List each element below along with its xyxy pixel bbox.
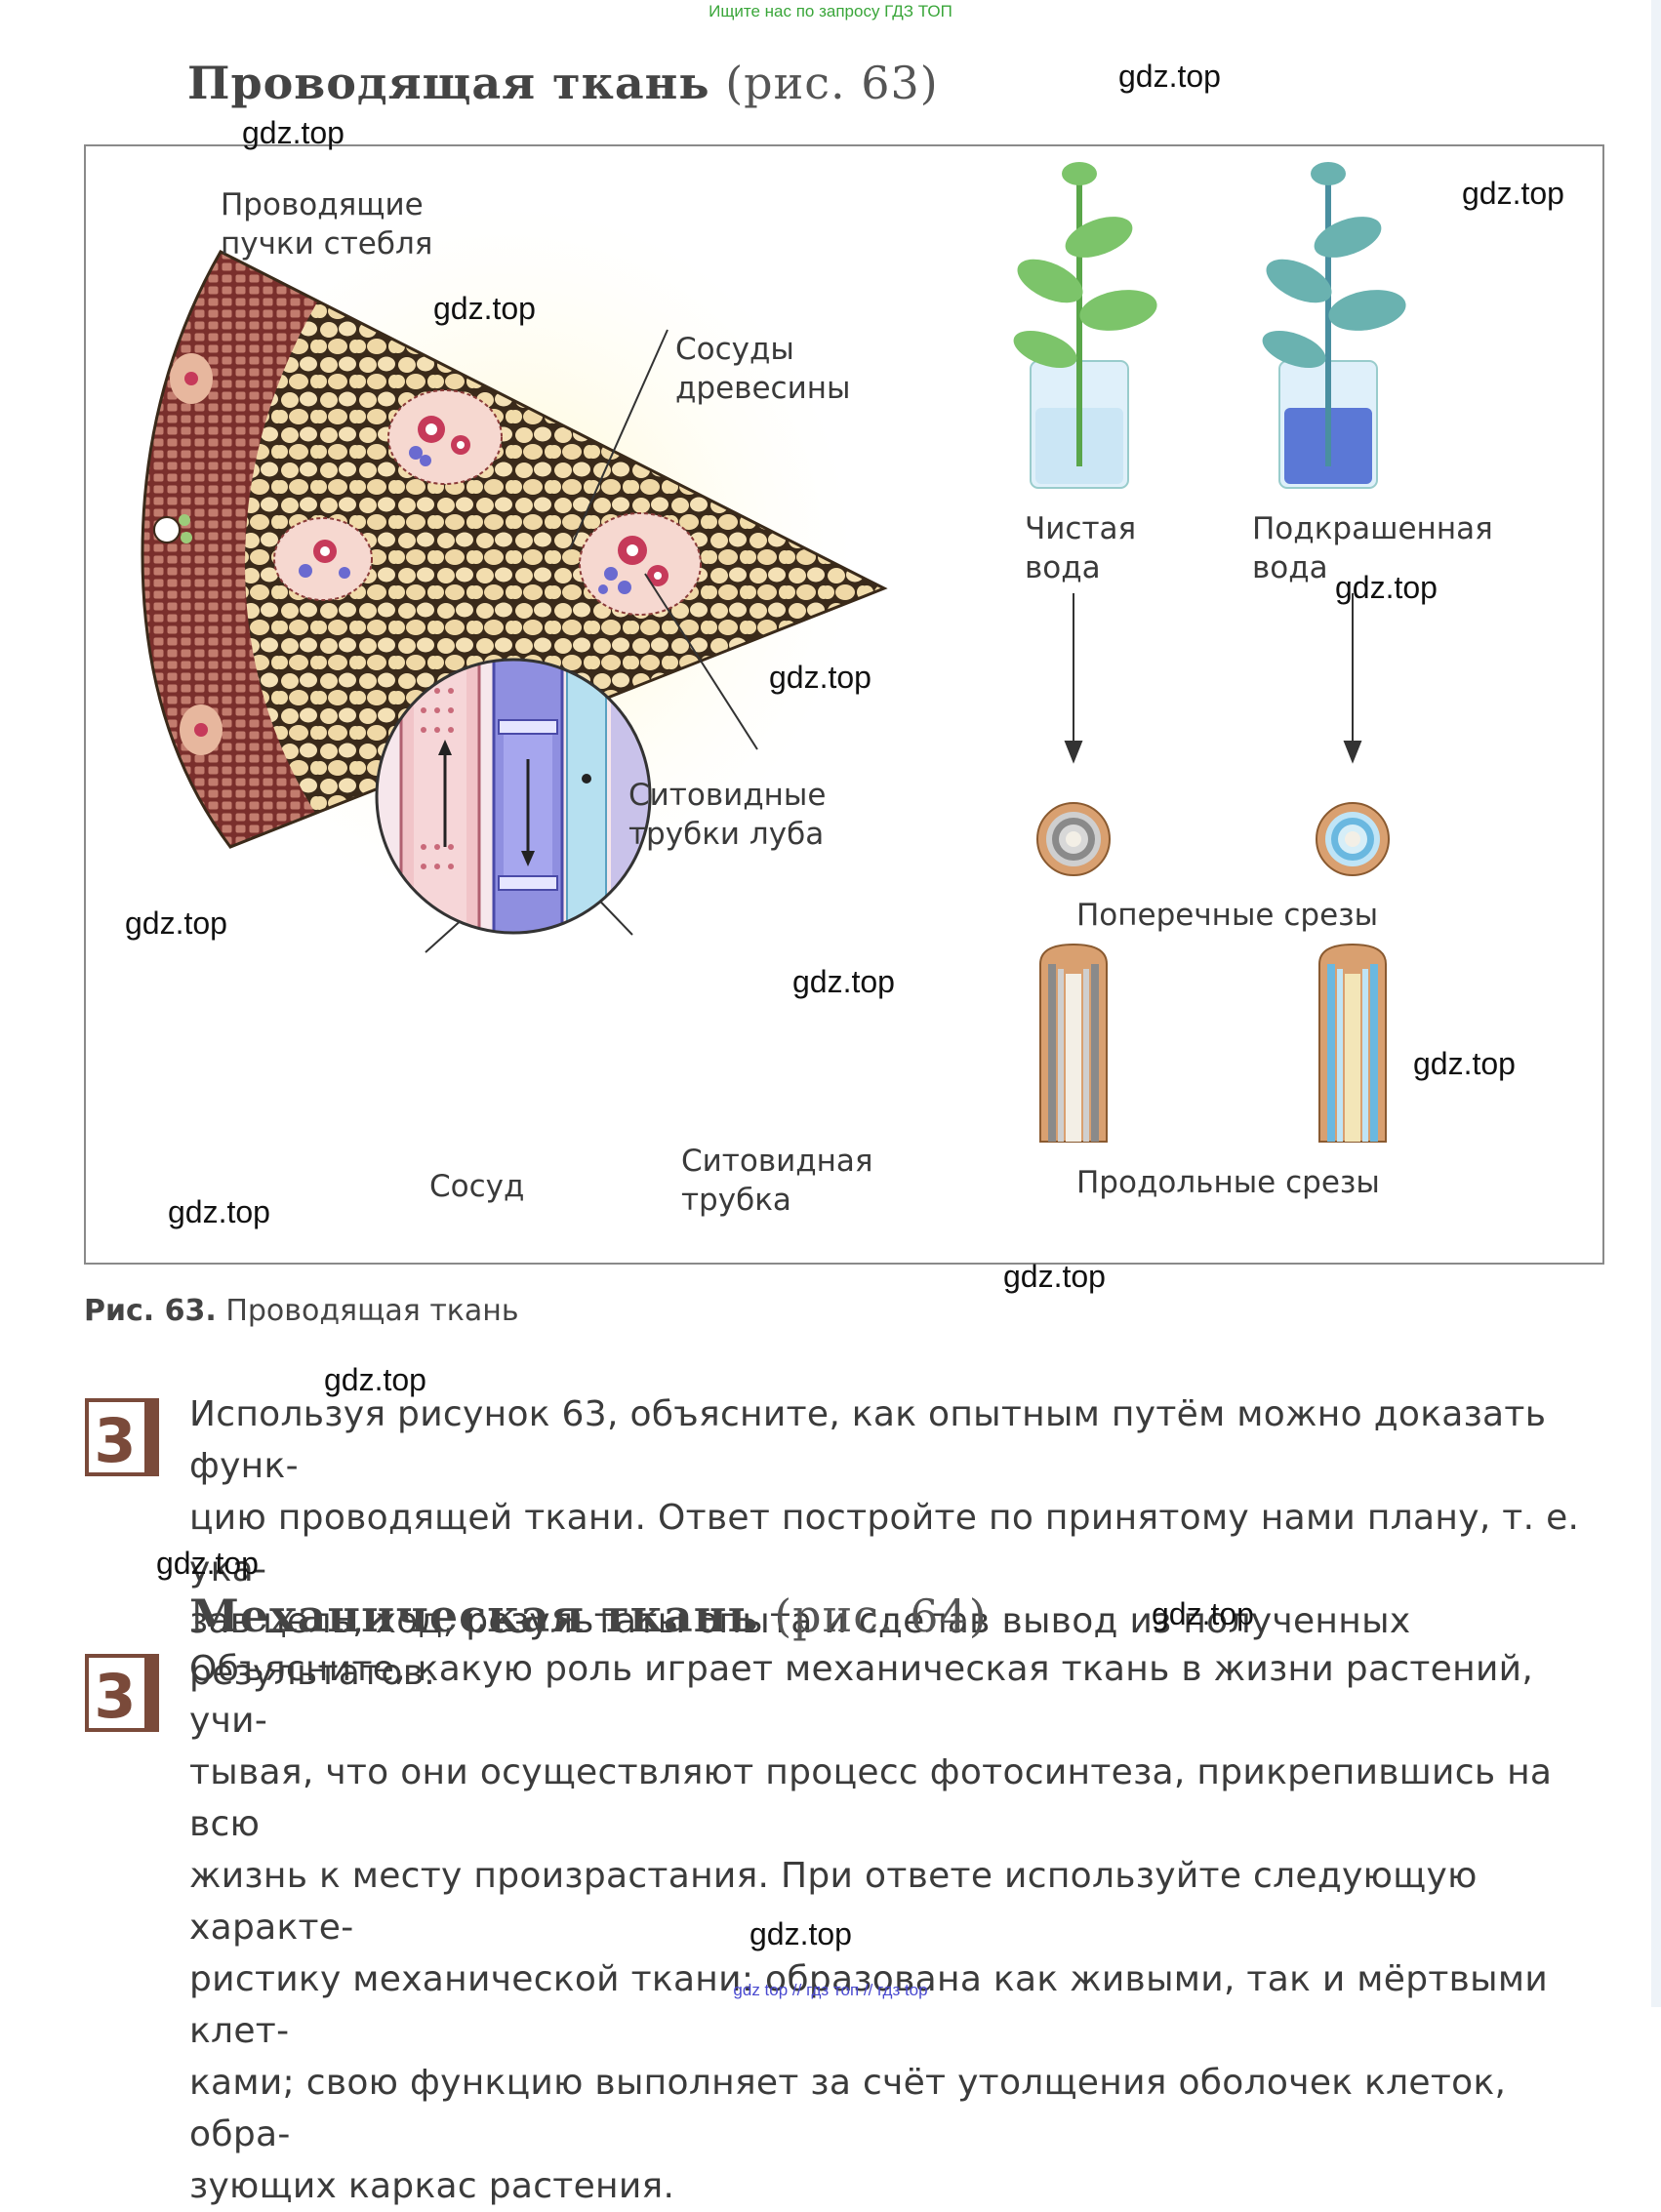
section-title-conducting: Проводящая ткань (рис. 63) [187, 57, 939, 109]
watermark: gdz.top [433, 291, 536, 326]
text-line: зующих каркас растения. [189, 2166, 675, 2206]
label-line: Сосуды [675, 332, 794, 367]
task-2-text: Объясните, какую роль играет механическа… [189, 1643, 1614, 2212]
label-line: древесины [675, 371, 851, 406]
cross-section-clean [1036, 802, 1111, 876]
section-title-text: Проводящая ткань [187, 57, 710, 109]
badge-number: 3 [94, 1661, 136, 1732]
label-line: трубка [681, 1183, 791, 1218]
bottom-search-note: gdz top // гдз топ // гдз top [733, 1981, 928, 1999]
label-stem-bundles: Проводящие пучки стебля [221, 185, 432, 263]
long-section-clean [1039, 943, 1108, 1143]
magnified-vessel-sieve-tube [375, 658, 652, 935]
watermark: gdz.top [125, 905, 227, 941]
label-sieve-tube: Ситовидная трубка [681, 1142, 873, 1220]
task-1-text: Используя рисунок 63, объясните, как опы… [189, 1388, 1614, 1699]
watermark: gdz.top [156, 1546, 259, 1581]
label-line: Чистая [1025, 511, 1137, 546]
plant-colored-water [1262, 162, 1406, 489]
label-clean-water: Чистая вода [1025, 509, 1136, 587]
text-line: Объясните, какую роль играет механическа… [189, 1649, 1534, 1741]
label-line: Проводящие [221, 187, 424, 222]
text-line: ками; свою функцию выполняет за счёт уто… [189, 2063, 1507, 2154]
watermark: gdz.top [324, 1362, 426, 1397]
label-colored-water: Подкрашенная вода [1252, 509, 1493, 587]
long-section-colored [1318, 943, 1387, 1143]
watermark: gdz.top [1003, 1259, 1106, 1294]
watermark: gdz.top [1152, 1596, 1254, 1631]
badge-number: 3 [94, 1405, 136, 1476]
text-line: цию проводящей ткани. Ответ постройте по… [189, 1498, 1580, 1589]
watermark: gdz.top [769, 660, 871, 695]
section-title-mechanical: Механическая ткань (рис. 64) [189, 1589, 988, 1642]
label-line: Ситовидная [681, 1144, 873, 1179]
label-line: Подкрашенная [1252, 511, 1493, 546]
caption-number: Рис. 63. [84, 1294, 217, 1328]
section-title-ref: (рис. 64) [774, 1589, 988, 1642]
section-title-text: Механическая ткань [189, 1589, 759, 1642]
watermark: gdz.top [242, 115, 344, 150]
top-search-note: Ищите нас по запросу ГДЗ ТОП [709, 2, 952, 20]
watermark: gdz.top [1413, 1046, 1516, 1081]
watermark: gdz.top [1462, 176, 1564, 211]
figure-caption: Рис. 63. Проводящая ткань [84, 1294, 519, 1328]
label-sieve-tubes: Ситовидные трубки луба [628, 776, 826, 854]
watermark: gdz.top [1118, 59, 1221, 94]
experiment-arrows [1064, 593, 1362, 764]
label-vessel: Сосуд [429, 1169, 525, 1204]
page-edge-strip [1651, 0, 1661, 2007]
plant-clean-water [1013, 162, 1157, 489]
text-line: жизнь к месту произрастания. При ответе … [189, 1856, 1478, 1948]
difficulty-badge-icon: 3 [85, 1398, 159, 1476]
text-line: Используя рисунок 63, объясните, как опы… [189, 1394, 1547, 1486]
section-title-ref: (рис. 63) [725, 57, 939, 109]
text-line: ристику механической ткани: образована к… [189, 1959, 1549, 2051]
label-line: вода [1252, 550, 1328, 585]
label-xylem-vessels: Сосуды древесины [675, 330, 850, 408]
label-line: трубки луба [628, 817, 825, 852]
text-line: тывая, что они осуществляют процесс фото… [189, 1752, 1553, 1844]
label-long-sections: Продольные срезы [1076, 1165, 1380, 1200]
watermark: gdz.top [792, 964, 895, 999]
watermark: gdz.top [168, 1194, 270, 1229]
cross-section-colored [1316, 802, 1390, 876]
watermark: gdz.top [749, 1916, 852, 1951]
text-line: зав цель, ход, результаты опыта и сделав… [189, 1601, 1411, 1693]
vascular-bundles [153, 353, 702, 755]
label-line: вода [1025, 550, 1101, 585]
caption-text: Проводящая ткань [225, 1294, 519, 1328]
label-cross-sections: Поперечные срезы [1076, 898, 1379, 933]
label-line: Ситовидные [628, 778, 827, 813]
figure-63-illustration [141, 162, 1406, 1143]
label-line: пучки стебля [221, 226, 433, 261]
difficulty-badge-icon: 3 [85, 1654, 159, 1732]
watermark: gdz.top [1335, 570, 1438, 605]
figure-63-frame [84, 144, 1604, 1265]
